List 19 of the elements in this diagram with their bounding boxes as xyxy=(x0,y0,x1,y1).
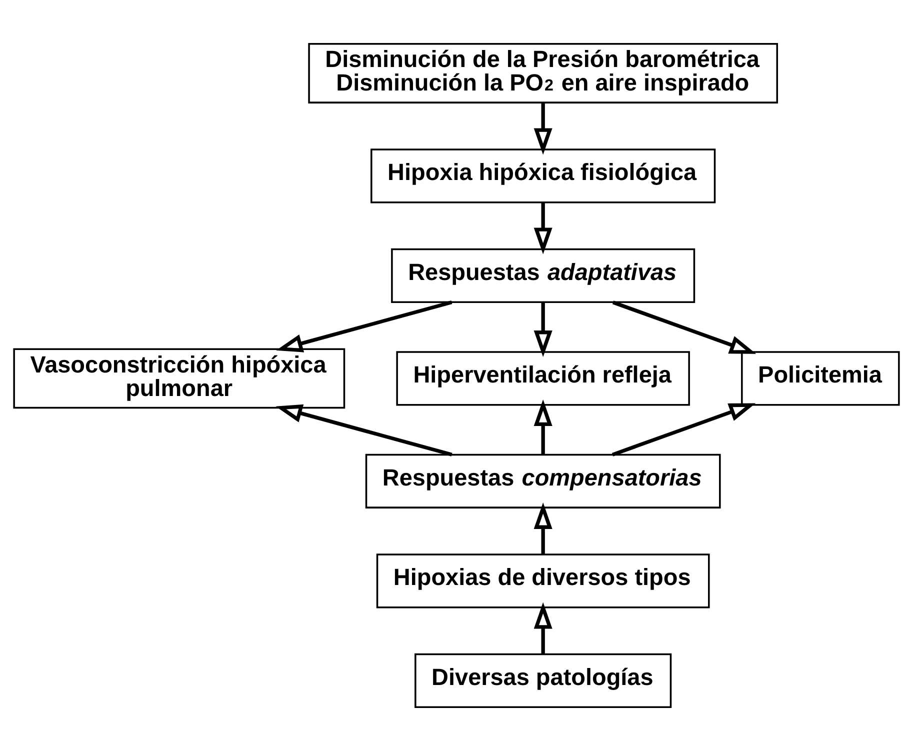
arrow xyxy=(534,502,552,554)
arrow xyxy=(534,302,552,357)
node-box: Respuestas adaptativas xyxy=(391,248,696,303)
arrow xyxy=(276,300,452,352)
arrow xyxy=(612,403,756,456)
arrow xyxy=(276,404,452,456)
arrow xyxy=(534,202,552,254)
node-box: Hipoxia hipóxica fisiológica xyxy=(370,148,716,204)
arrow xyxy=(612,300,756,354)
node-box: Hiperventilación refleja xyxy=(396,351,690,406)
node-box: Vasoconstricción hipóxica pulmonar xyxy=(13,348,346,409)
arrow xyxy=(534,602,552,654)
node-box: Disminución de la Presión barométrica Disminución la PO2 en aire inspirado xyxy=(308,42,778,104)
arrow xyxy=(534,103,552,155)
node-box: Policitemia xyxy=(741,351,900,406)
node-box: Diversas patologías xyxy=(414,653,672,708)
node-box: Hipoxias de diversos tipos xyxy=(376,554,710,608)
arrow xyxy=(534,400,552,454)
node-box: Respuestas compensatorias xyxy=(365,454,721,508)
